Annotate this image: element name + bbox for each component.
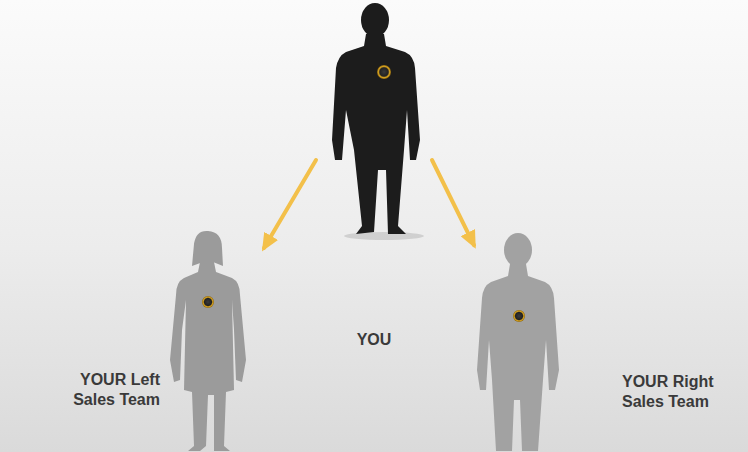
person-node: YOU	[316, 0, 432, 236]
person-node: YOUR Left Sales Team	[168, 228, 264, 452]
person-label: YOUR Right Sales Team	[622, 372, 722, 411]
head	[504, 233, 532, 267]
badge	[377, 65, 391, 79]
body	[332, 34, 420, 234]
badge	[202, 296, 214, 308]
man-silhouette	[332, 3, 420, 234]
yellow-arrow	[264, 160, 316, 248]
person-node: YOUR Right Sales Team	[474, 230, 564, 452]
figure-shadow	[344, 232, 424, 240]
man-silhouette	[477, 233, 559, 451]
badge	[513, 310, 525, 322]
body	[170, 262, 246, 451]
woman-silhouette	[170, 231, 246, 451]
hair	[192, 231, 223, 266]
body	[477, 264, 559, 451]
yellow-arrow	[432, 160, 474, 245]
head	[361, 3, 389, 37]
person-label: YOUR Left Sales Team	[60, 370, 160, 409]
person-label: YOU	[324, 330, 424, 350]
